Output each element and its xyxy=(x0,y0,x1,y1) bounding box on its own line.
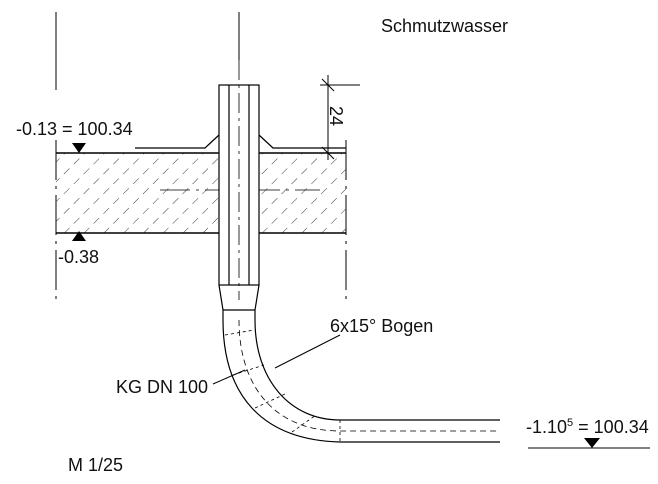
dimension-label: 24 xyxy=(326,106,346,127)
invert-level-superscript: 5 xyxy=(567,417,574,429)
level-top-label: -0.13 = 100.34 xyxy=(16,119,133,139)
invert-marker-icon xyxy=(584,438,600,448)
level-marker-bottom-icon xyxy=(72,231,86,241)
pipe-reducer xyxy=(218,284,260,320)
drawing-title: Schmutzwasser xyxy=(381,16,509,36)
pipe-sleeve xyxy=(135,60,346,300)
dimension-thickness xyxy=(320,75,360,160)
pipe-label: KG DN 100 xyxy=(116,377,209,397)
invert-level-suffix: = 100.34 xyxy=(573,417,649,437)
bend-label: 6x15° Bogen xyxy=(330,316,434,336)
scale-label: M 1/25 xyxy=(68,455,124,475)
invert-level-label: -1.105 = 100.34 xyxy=(526,417,649,437)
level-markers xyxy=(72,143,600,448)
pipe-bend xyxy=(222,319,500,443)
invert-level-prefix: -1.10 xyxy=(526,417,568,437)
leader-lines xyxy=(212,334,650,449)
floor-slab xyxy=(56,152,346,234)
level-bottom-label: -0.38 xyxy=(58,247,100,267)
level-marker-top-icon xyxy=(72,143,86,153)
